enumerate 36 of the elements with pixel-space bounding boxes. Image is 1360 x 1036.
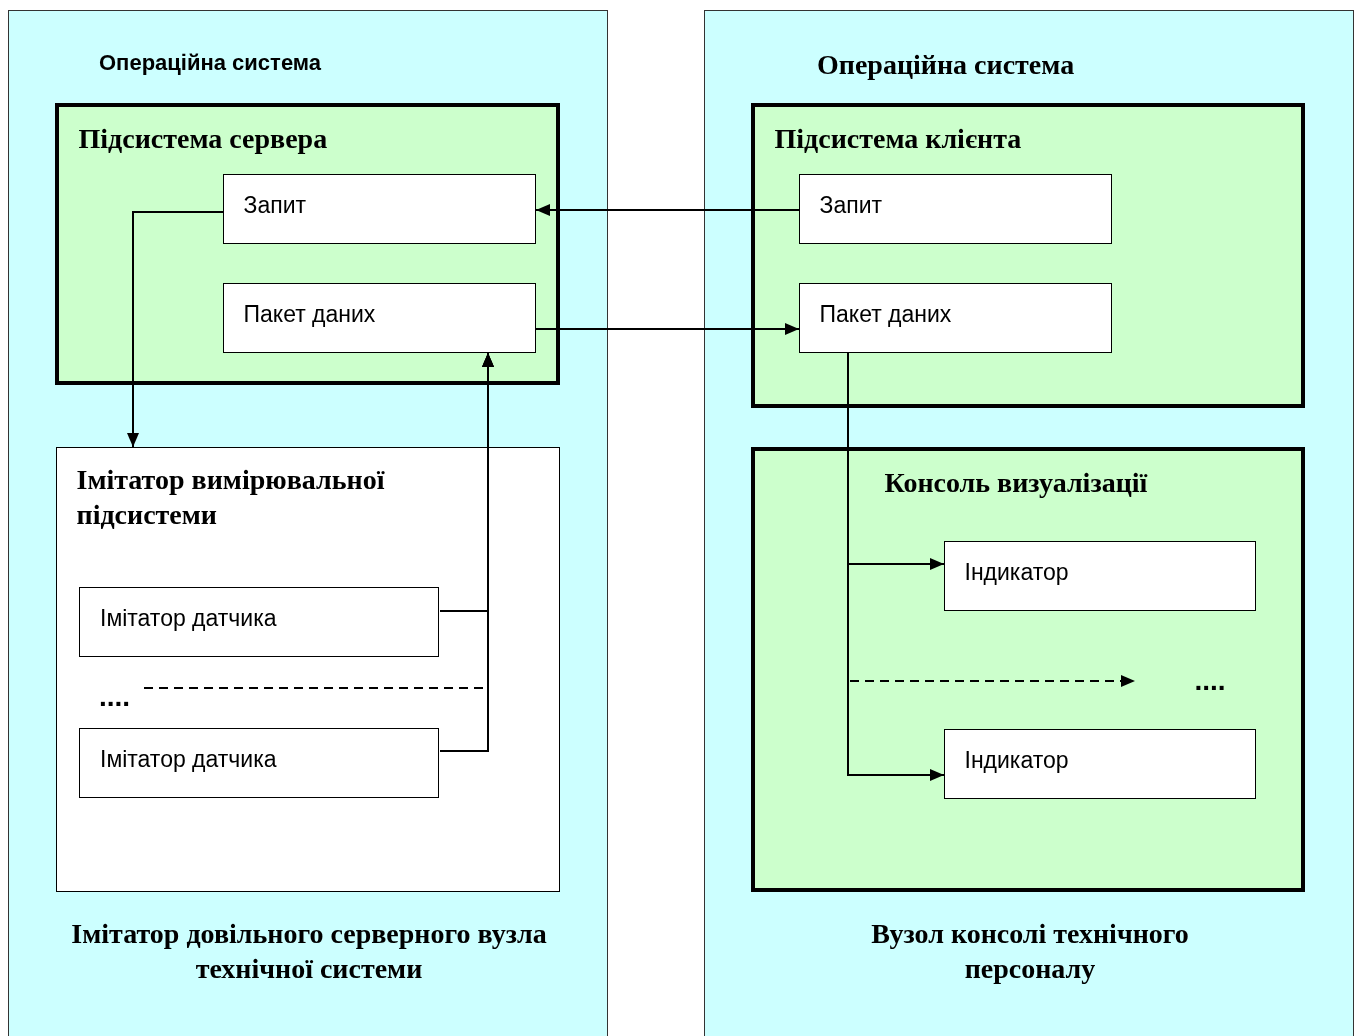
process-box bbox=[55, 446, 560, 892]
box-label: Імітатор датчика bbox=[100, 604, 278, 633]
ellipsis-label: .... bbox=[99, 683, 132, 711]
system-panel bbox=[704, 10, 1354, 1036]
box-label: Індикатор bbox=[964, 745, 1070, 775]
panel-heading: Операційна система bbox=[817, 48, 1076, 82]
process-box bbox=[222, 173, 536, 244]
panel-caption: Вузол консолі технічного персоналу bbox=[870, 917, 1190, 986]
panel-heading: Підсистема клієнта bbox=[774, 121, 1023, 156]
subsystem-box bbox=[54, 102, 560, 385]
panel-heading: Імітатор вимірювальної підсистеми bbox=[76, 462, 386, 532]
process-box bbox=[798, 173, 1112, 244]
box-label: Пакет даних bbox=[243, 299, 377, 329]
box-label: Імітатор датчика bbox=[100, 745, 278, 774]
process-box bbox=[798, 282, 1112, 353]
box-label: Індикатор bbox=[964, 557, 1070, 587]
panel-caption: Імітатор довільного серверного вузла технічної системи bbox=[70, 917, 548, 986]
subsystem-box bbox=[750, 102, 1305, 408]
box-label: Пакет даних bbox=[819, 299, 953, 329]
ellipsis-label: .... bbox=[1194, 666, 1227, 695]
subsystem-box bbox=[750, 446, 1305, 892]
process-box bbox=[79, 728, 439, 798]
panel-heading: Операційна система bbox=[99, 49, 323, 77]
box-label: Запит bbox=[243, 190, 308, 220]
process-box bbox=[943, 540, 1256, 611]
process-box bbox=[943, 728, 1256, 799]
arrow bbox=[535, 323, 800, 335]
panel-heading: Підсистема сервера bbox=[78, 121, 329, 156]
arrow bbox=[439, 352, 494, 752]
system-panel bbox=[8, 10, 608, 1036]
arrow bbox=[535, 204, 800, 216]
box-label: Запит bbox=[819, 190, 884, 220]
process-box bbox=[222, 282, 536, 353]
process-box bbox=[79, 587, 439, 657]
panel-heading: Консоль визуалізації bbox=[884, 465, 1149, 500]
arrow bbox=[127, 211, 224, 448]
